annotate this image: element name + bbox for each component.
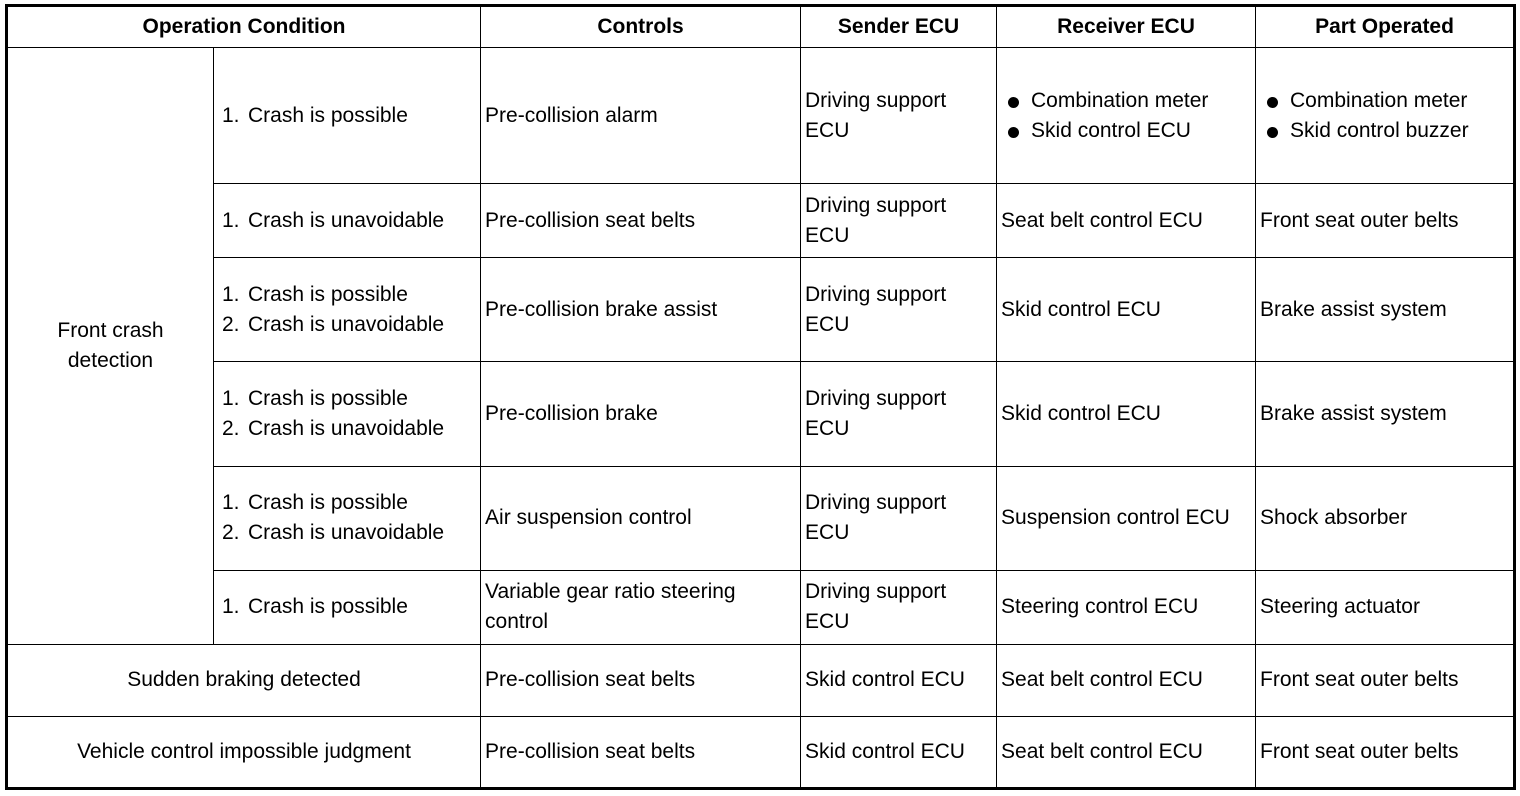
sender-ecu-cell: Driving support ECU: [800, 183, 998, 259]
table-row: 1.Crash is possible 2.Crash is unavoidab…: [7, 361, 1516, 467]
table-row: 1.Crash is possible Variable gear ratio …: [7, 569, 1516, 645]
table-row: 1.Crash is possible 2.Crash is unavoidab…: [7, 465, 1516, 571]
condition-item: 2.Crash is unavoidable: [222, 416, 445, 440]
controls-cell: Variable gear ratio steering control: [480, 569, 802, 645]
condition-cell: 1.Crash is unavoidable: [212, 183, 482, 259]
part-operated-cell: Front seat outer belts: [1255, 183, 1516, 259]
receiver-ecu-cell: Skid control ECU: [996, 361, 1257, 467]
table-row: Sudden braking detected Pre-collision se…: [5, 643, 1516, 717]
condition-item: 2.Crash is unavoidable: [222, 312, 445, 336]
part-operated-cell: Combination meter Skid control buzzer: [1255, 46, 1516, 185]
condition-cell: 1.Crash is possible 2.Crash is unavoidab…: [212, 361, 482, 467]
controls-cell: Pre-collision seat belts: [480, 715, 802, 790]
condition-cell: 1.Crash is possible: [212, 569, 482, 645]
bullet-icon: [1008, 96, 1020, 108]
part-operated-cell: Front seat outer belts: [1255, 643, 1516, 717]
bullet-icon: [1267, 126, 1279, 138]
sender-ecu-cell: Driving support ECU: [800, 465, 998, 571]
header-controls: Controls: [480, 5, 802, 48]
receiver-ecu-cell: Combination meter Skid control ECU: [996, 46, 1257, 185]
header-part-operated: Part Operated: [1255, 5, 1516, 48]
header-row: Operation Condition Controls Sender ECU …: [5, 5, 1516, 48]
condition-item: 1.Crash is possible: [222, 386, 408, 410]
receiver-ecu-cell: Seat belt control ECU: [996, 183, 1257, 259]
condition-item: 1.Crash is possible: [222, 103, 408, 127]
part-operated-cell: Shock absorber: [1255, 465, 1516, 571]
controls-cell: Pre-collision seat belts: [480, 183, 802, 259]
controls-cell: Pre-collision brake assist: [480, 257, 802, 363]
header-receiver-ecu: Receiver ECU: [996, 5, 1257, 48]
controls-cell: Pre-collision seat belts: [480, 643, 802, 717]
table-row: Front crash detection 1.Crash is possibl…: [6, 46, 1516, 645]
part-operated-cell: Brake assist system: [1255, 361, 1516, 467]
condition-item: 1.Crash is possible: [222, 595, 408, 619]
receiver-ecu-cell: Seat belt control ECU: [996, 643, 1257, 717]
condition-cell: Sudden braking detected: [5, 643, 482, 717]
part-operated-cell: Front seat outer belts: [1255, 715, 1516, 790]
condition-item: 2.Crash is unavoidable: [222, 521, 445, 545]
list-item: Skid control buzzer: [1267, 116, 1509, 146]
condition-item: 1.Crash is possible: [222, 491, 408, 515]
condition-item: 1.Crash is possible: [222, 282, 408, 306]
receiver-ecu-cell: Suspension control ECU: [996, 465, 1257, 571]
sender-ecu-cell: Skid control ECU: [800, 643, 998, 717]
sender-ecu-cell: Driving support ECU: [800, 46, 998, 185]
bullet-icon: [1267, 96, 1279, 108]
part-operated-cell: Brake assist system: [1255, 257, 1516, 363]
sender-ecu-cell: Skid control ECU: [800, 715, 998, 790]
condition-cell: 1.Crash is possible: [212, 46, 482, 185]
table-row: 1.Crash is unavoidable Pre-collision sea…: [7, 183, 1516, 259]
sender-ecu-cell: Driving support ECU: [800, 257, 998, 363]
condition-cell: 1.Crash is possible 2.Crash is unavoidab…: [212, 465, 482, 571]
controls-cell: Pre-collision alarm: [480, 46, 802, 185]
controls-cell: Air suspension control: [480, 465, 802, 571]
table-row: 1.Crash is possible 2.Crash is unavoidab…: [7, 257, 1516, 363]
condition-item: 1.Crash is unavoidable: [222, 208, 445, 232]
part-operated-cell: Steering actuator: [1255, 569, 1516, 645]
header-sender-ecu: Sender ECU: [800, 5, 998, 48]
controls-cell: Pre-collision brake: [480, 361, 802, 467]
receiver-ecu-cell: Seat belt control ECU: [996, 715, 1257, 790]
sender-ecu-cell: Driving support ECU: [800, 569, 998, 645]
list-item: Combination meter: [1008, 86, 1251, 116]
pre-collision-operation-table: Operation Condition Controls Sender ECU …: [5, 4, 1517, 790]
table-row: Vehicle control impossible judgment Pre-…: [5, 715, 1516, 790]
receiver-ecu-cell: Steering control ECU: [996, 569, 1257, 645]
condition-cell: 1.Crash is possible 2.Crash is unavoidab…: [212, 257, 482, 363]
receiver-ecu-cell: Skid control ECU: [996, 257, 1257, 363]
sender-ecu-cell: Driving support ECU: [800, 361, 998, 467]
header-operation-condition: Operation Condition: [5, 5, 482, 48]
condition-cell: Vehicle control impossible judgment: [5, 715, 482, 790]
list-item: Combination meter: [1267, 86, 1509, 116]
front-crash-detection-cell: Front crash detection: [6, 47, 214, 645]
list-item: Skid control ECU: [1008, 116, 1251, 146]
bullet-icon: [1008, 126, 1020, 138]
